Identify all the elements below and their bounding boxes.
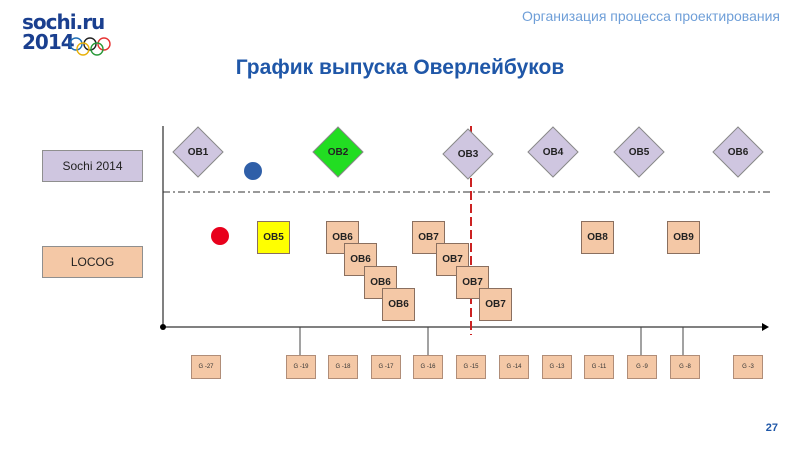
sochi-logo: sochi.ru 2014 <box>22 12 122 56</box>
locog-box-ob7: OB7 <box>479 288 512 321</box>
timeline-label: G -17 <box>371 355 401 379</box>
diamond-label: OB4 <box>542 146 564 158</box>
overlay-book-diamond-ob1: OB1 <box>172 126 224 178</box>
timeline-label: G -18 <box>328 355 358 379</box>
locog-box-ob5: OB5 <box>257 221 290 254</box>
header-title: Организация процесса проектирования <box>521 8 780 24</box>
diamond-label: OB1 <box>187 146 209 158</box>
overlay-book-diamond-ob2: OB2 <box>312 126 364 178</box>
lane-label-locog: LOCOG <box>42 246 143 278</box>
timeline-label: G -9 <box>627 355 657 379</box>
timeline-label: G -16 <box>413 355 443 379</box>
timeline-label: G -8 <box>670 355 700 379</box>
timeline-label: G -27 <box>191 355 221 379</box>
timeline-label: G -11 <box>584 355 614 379</box>
red-dot-marker <box>211 227 229 245</box>
overlay-book-diamond-ob4: OB4 <box>527 126 579 178</box>
lane-label-sochi: Sochi 2014 <box>42 150 143 182</box>
axis-origin-dot <box>160 324 166 330</box>
diamond-label: OB6 <box>727 146 749 158</box>
olympic-rings-icon <box>69 37 111 56</box>
locog-box-ob9: OB9 <box>667 221 700 254</box>
timeline-label: G -15 <box>456 355 486 379</box>
diamond-label: OB3 <box>457 148 479 160</box>
timeline-label: G -3 <box>733 355 763 379</box>
logo-line-1: sochi.ru <box>22 10 105 34</box>
overlay-book-diamond-ob6: OB6 <box>712 126 764 178</box>
page-title: График выпуска Оверлейбуков <box>235 56 565 79</box>
locog-box-ob7: OB7 <box>436 243 469 276</box>
timeline-label: G -14 <box>499 355 529 379</box>
overlay-book-diamond-ob5: OB5 <box>613 126 665 178</box>
axis-arrow-icon <box>762 323 769 331</box>
milestone-ticks <box>299 327 684 355</box>
timeline-label: G -13 <box>542 355 572 379</box>
blue-dot-marker <box>244 162 262 180</box>
locog-box-ob6: OB6 <box>382 288 415 321</box>
diamond-label: OB2 <box>327 146 349 158</box>
logo-line-2: 2014 <box>22 30 75 54</box>
locog-box-ob8: OB8 <box>581 221 614 254</box>
diamond-label: OB5 <box>628 146 650 158</box>
page-number: 27 <box>765 422 778 434</box>
timeline-label: G -19 <box>286 355 316 379</box>
overlay-book-diamond-ob3: OB3 <box>442 128 494 180</box>
